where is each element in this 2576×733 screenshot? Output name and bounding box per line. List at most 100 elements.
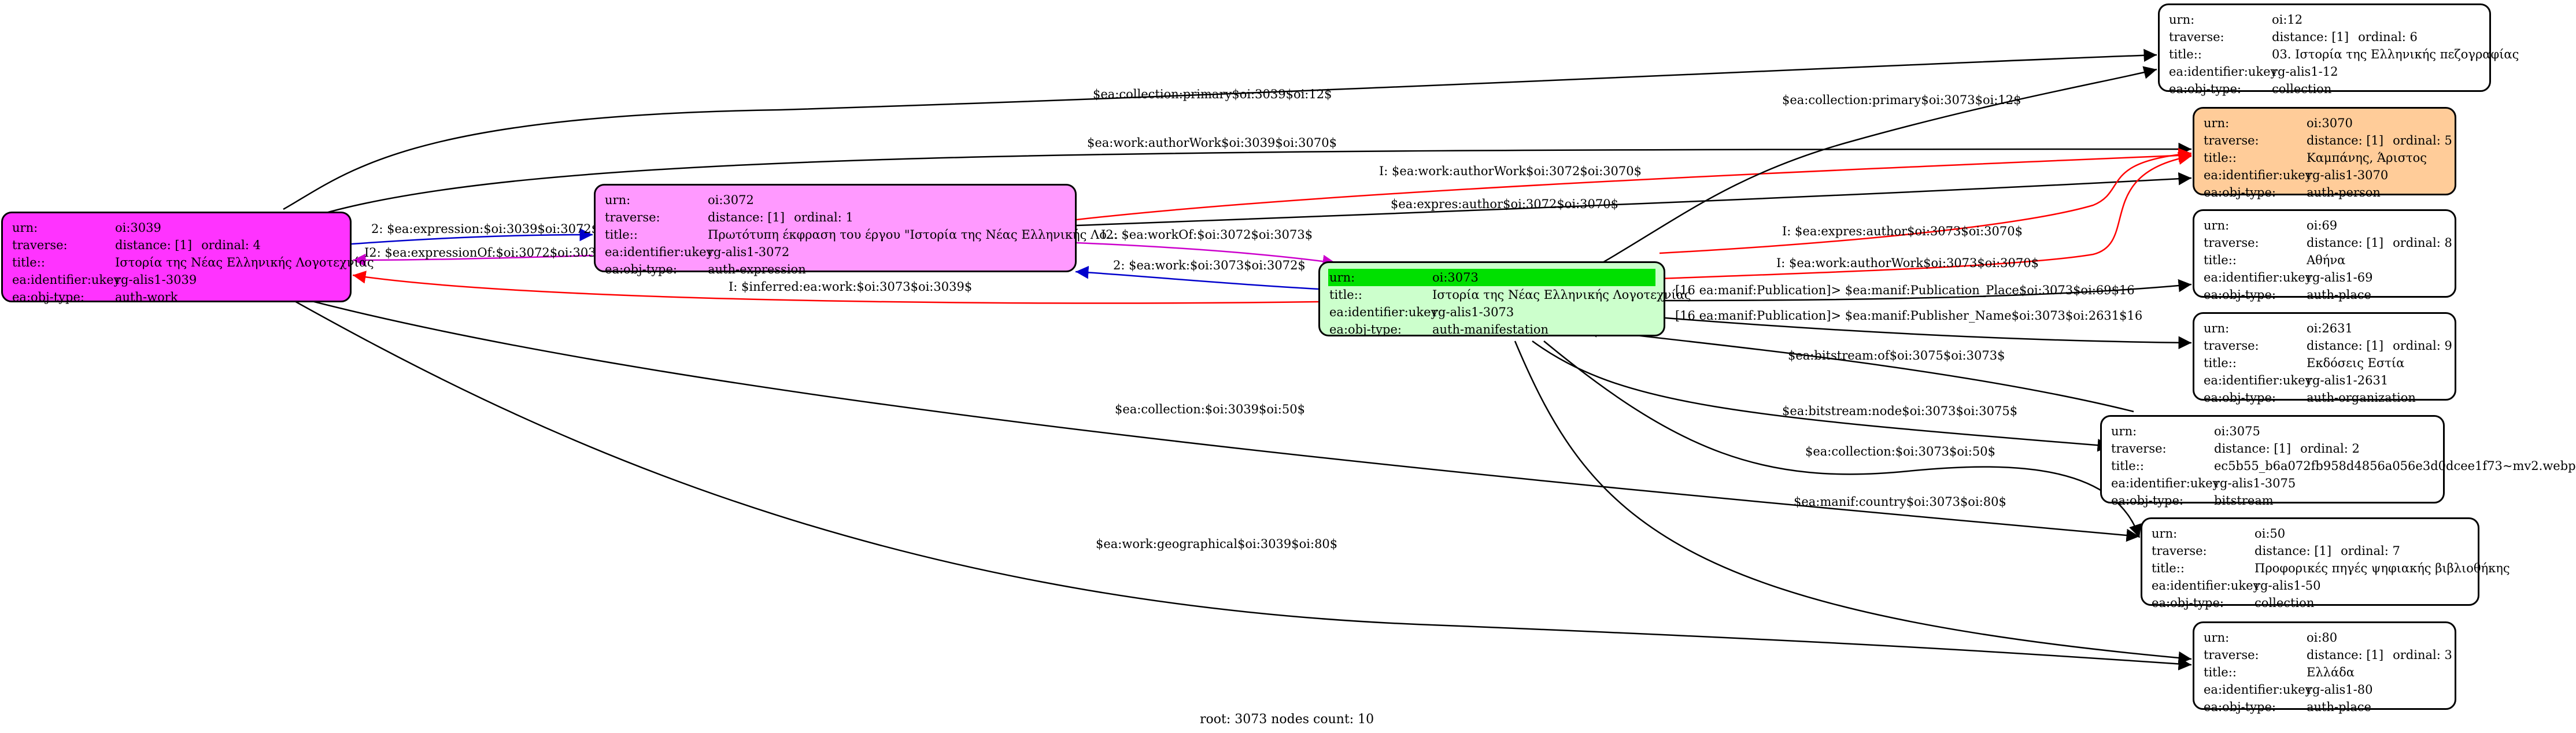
edge-label-e8: 2: $ea:work:$oi:3073$oi:3072$ <box>1113 258 1306 272</box>
edge-label-e1: $ea:collection:primary$oi:3039$oi:12$ <box>1093 87 1332 101</box>
node-field-key: urn: <box>1329 271 1355 284</box>
node-field-key: ea:identifier:ukey <box>2204 271 2312 284</box>
node-field-key: ea:obj-type: <box>12 290 84 304</box>
node-field-key: urn: <box>2204 116 2230 130</box>
node-field-value: distance: [1] <box>2255 544 2332 558</box>
edge-label-e18: $ea:collection:$oi:3073$oi:50$ <box>1805 445 1995 458</box>
node-oi-80[interactable]: urn:oi:80 traverse:distance: [1]ordinal:… <box>2193 621 2456 714</box>
node-field-value: Εκδόσεις Εστία <box>2307 356 2405 370</box>
node-field-value: auth-place <box>2307 700 2371 714</box>
edge-line-e20 <box>283 294 2192 671</box>
node-field-key: traverse: <box>2204 339 2259 353</box>
node-field-value: auth-place <box>2307 288 2371 302</box>
node-field-key: urn: <box>2152 527 2178 541</box>
node-field-key: ea:identifier:ukey <box>2204 683 2312 697</box>
node-field-key: ea:obj-type: <box>2152 596 2224 610</box>
edge-label-e16: $ea:bitstream:node$oi:3073$oi:3075$ <box>1782 404 2017 418</box>
edge-label-e13: [16 ea:manif:Publication]> $ea:manif:Pub… <box>1675 283 2135 297</box>
node-oi-3073[interactable]: urn:oi:3073 title::Ιστορία της Νέας Ελλη… <box>1318 261 1691 336</box>
node-field-value: distance: [1] <box>2307 134 2384 147</box>
node-field-key: traverse: <box>2111 442 2167 456</box>
node-field-value: distance: [1] <box>2214 442 2292 456</box>
node-field-value: ec5b55_b6a072fb958d4856a056e3d0dcee1f73~… <box>2214 459 2576 473</box>
node-field-value: oi:50 <box>2255 527 2286 541</box>
node-field-value: Καμπάνης, Άριστος <box>2307 151 2427 165</box>
node-field-value: collection <box>2255 596 2315 610</box>
node-field-value: Προφορικές πηγές ψηφιακής βιβλιοθήκης <box>2255 561 2510 575</box>
node-field-key: ea:identifier:ukey <box>2152 579 2260 593</box>
node-field-key: urn: <box>2111 424 2137 438</box>
edge-line-e14 <box>1665 317 2192 350</box>
edge-line-e1 <box>283 49 2157 210</box>
node-field-value: rg-alis1-12 <box>2272 65 2338 79</box>
node-field-value: rg-alis1-50 <box>2255 579 2321 593</box>
node-field-key: title:: <box>2204 151 2237 165</box>
node-oi-3072[interactable]: urn:oi:3072 traverse:distance: [1]ordina… <box>594 184 1118 276</box>
edge-line-e9 <box>352 271 1319 304</box>
node-field-value: distance: [1] <box>2272 30 2349 44</box>
node-field-key: traverse: <box>2152 544 2207 558</box>
edge-label-e10: $ea:collection:primary$oi:3073$oi:12$ <box>1782 93 2021 107</box>
edge-line-e19 <box>1514 340 2192 665</box>
node-field-key: ea:identifier:ukey <box>12 273 121 287</box>
node-field-value: ordinal: 4 <box>201 238 261 252</box>
edge-label-e2: $ea:work:authorWork$oi:3039$oi:3070$ <box>1087 136 1337 150</box>
edge-label-e7: I2: $ea:workOf:$oi:3072$oi:3073$ <box>1101 228 1313 242</box>
edge-line-e15 <box>1584 324 2134 413</box>
edge-line-e2 <box>312 142 2192 218</box>
node-field-key: title:: <box>12 256 45 269</box>
node-field-key: title:: <box>2169 47 2202 61</box>
edge-line-e18 <box>1543 340 2142 538</box>
node-field-key: title:: <box>2111 459 2144 473</box>
edge-label-e5: I: $ea:work:authorWork$oi:3072$oi:3070$ <box>1379 164 1642 178</box>
node-oi-12[interactable]: urn:oi:12 traverse:distance: [1]ordinal:… <box>2158 3 2519 96</box>
node-oi-2631[interactable]: urn:oi:2631 traverse:distance: [1]ordina… <box>2193 312 2456 405</box>
edge-line-e3 <box>351 228 593 245</box>
node-field-value: distance: [1] <box>115 238 193 252</box>
edge-line-e5 <box>1076 149 2192 221</box>
node-field-key: ea:identifier:ukey <box>2204 168 2312 182</box>
graph-footer: root: 3073 nodes count: 10 <box>1200 712 1374 727</box>
node-field-key: traverse: <box>2204 134 2259 147</box>
node-field-value: oi:12 <box>2272 13 2303 27</box>
edge-label-e9: I: $inferred:ea:work:$oi:3073$oi:3039$ <box>729 280 972 294</box>
node-field-value: ordinal: 7 <box>2341 544 2400 558</box>
node-field-key: title:: <box>2204 665 2237 679</box>
node-oi-3075[interactable]: urn: oi:3075 traverse: distance: [1] ordina… <box>2100 415 2576 508</box>
node-field-value: ordinal: 2 <box>2300 442 2360 456</box>
node-field-value: oi:3039 <box>115 221 161 235</box>
edge-label-e4: I2: $ea:expressionOf:$oi:3072$oi:3039$ <box>364 246 611 260</box>
node-field-key: ea:identifier:ukey <box>1329 305 1438 319</box>
node-field-key: ea:identifier:ukey <box>2204 373 2312 387</box>
node-field-key: urn: <box>2204 219 2230 232</box>
node-field-value: Πρωτότυπη έκφραση του έργου "Ιστορία της… <box>708 228 1118 242</box>
node-field-value: rg-alis1-3075 <box>2214 476 2296 490</box>
node-field-value: ordinal: 1 <box>794 210 853 224</box>
edge-line-e7 <box>1076 242 1336 268</box>
node-field-value: bitstream <box>2214 494 2274 508</box>
node-oi-3070[interactable]: urn:oi:3070 traverse:distance: [1]ordina… <box>2193 107 2456 199</box>
node-field-key: traverse: <box>2204 648 2259 662</box>
node-field-key: ea:obj-type: <box>2111 494 2183 508</box>
node-field-value: oi:3072 <box>708 193 754 207</box>
node-field-key: urn: <box>2169 13 2195 27</box>
node-field-key: ea:obj-type: <box>1329 323 1402 336</box>
node-field-key: traverse: <box>605 210 660 224</box>
node-field-key: urn: <box>12 221 38 235</box>
node-field-value: oi:3075 <box>2214 424 2260 438</box>
node-field-key: title:: <box>2152 561 2185 575</box>
node-oi-69[interactable]: urn:oi:69 traverse:distance: [1]ordinal:… <box>2193 209 2456 302</box>
node-oi-3039[interactable]: urn: oi:3039 traverse: distance: [1] ordina… <box>1 212 374 304</box>
node-field-key: ea:obj-type: <box>2204 391 2276 405</box>
node-field-value: distance: [1] <box>708 210 785 224</box>
node-field-key: ea:obj-type: <box>605 262 677 276</box>
node-field-key: traverse: <box>12 238 68 252</box>
node-field-key: ea:identifier:ukey <box>2169 65 2278 79</box>
node-field-key: ea:identifier:ukey <box>2111 476 2220 490</box>
node-field-key: title:: <box>1329 288 1362 302</box>
node-oi-50[interactable]: urn: oi:50 traverse: distance: [1] ordinal:… <box>2141 517 2510 610</box>
node-field-value: oi:2631 <box>2307 321 2353 335</box>
edge-line-e4 <box>352 253 593 267</box>
node-field-key: title:: <box>605 228 638 242</box>
node-field-value: ordinal: 6 <box>2358 30 2418 44</box>
